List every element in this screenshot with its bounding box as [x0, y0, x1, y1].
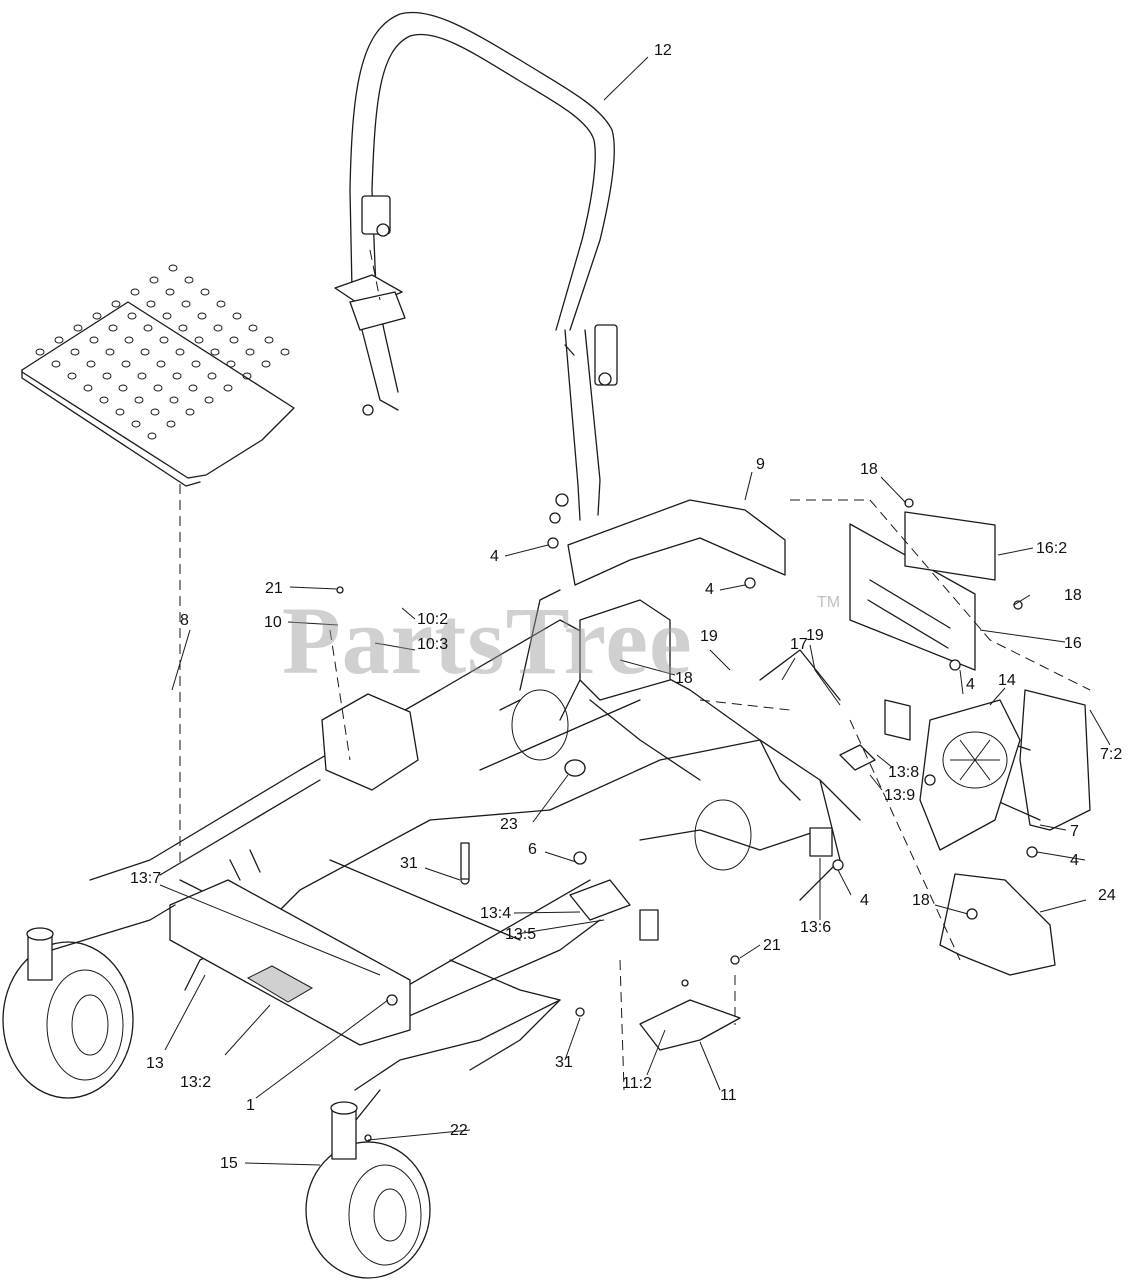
callout-13-5[interactable]: 13:5: [505, 926, 537, 943]
callout-18-step[interactable]: 18: [912, 892, 930, 909]
callout-8[interactable]: 8: [180, 612, 189, 629]
caster-wheel-right: [305, 1089, 431, 1279]
foot-plate-holes: [35, 264, 290, 440]
callout-14[interactable]: 14: [998, 672, 1016, 689]
callout-22[interactable]: 22: [450, 1122, 468, 1139]
watermark: PartsTree: [282, 587, 693, 694]
callout-1[interactable]: 1: [246, 1097, 255, 1114]
callout-4-left[interactable]: 4: [490, 548, 499, 565]
seat-pan: [790, 499, 1091, 691]
callout-17[interactable]: 17: [790, 636, 808, 653]
callout-16[interactable]: 16: [1064, 635, 1082, 652]
trademark-mark: TM: [817, 594, 841, 611]
callout-7-2[interactable]: 7:2: [1100, 746, 1123, 763]
callout-13-6[interactable]: 13:6: [800, 919, 832, 936]
foot-plate: [21, 264, 295, 487]
callout-21-lower[interactable]: 21: [763, 937, 781, 954]
alignment-lines: [179, 249, 961, 1091]
callout-13-7[interactable]: 13:7: [130, 870, 162, 887]
callout-15[interactable]: 15: [220, 1155, 238, 1172]
callout-10[interactable]: 10: [264, 614, 282, 631]
callout-18-middle[interactable]: 18: [675, 670, 693, 687]
callout-19-left[interactable]: 19: [700, 628, 718, 645]
callout-13-2[interactable]: 13:2: [180, 1074, 212, 1091]
callout-16-2[interactable]: 16:2: [1036, 540, 1068, 557]
callout-4-lower[interactable]: 4: [860, 892, 869, 909]
callout-11-2[interactable]: 11:2: [622, 1075, 652, 1092]
callout-18-top[interactable]: 18: [860, 461, 878, 478]
engine-shroud: [919, 699, 1021, 851]
roll-bar: [349, 11, 618, 524]
callout-10-2[interactable]: 10:2: [417, 611, 449, 628]
callout-21-upper[interactable]: 21: [265, 580, 283, 597]
callout-4-shroud[interactable]: 4: [966, 676, 975, 693]
callout-13-9[interactable]: 13:9: [884, 787, 916, 804]
brackets: [169, 274, 1056, 1051]
callout-11[interactable]: 11: [720, 1087, 737, 1104]
callout-13-8[interactable]: 13:8: [888, 764, 920, 781]
callout-19-right[interactable]: 19: [806, 627, 824, 644]
callout-18-right[interactable]: 18: [1064, 587, 1082, 604]
callout-13[interactable]: 13: [146, 1055, 164, 1072]
callout-12[interactable]: 12: [654, 42, 672, 59]
callout-13-4[interactable]: 13:4: [480, 905, 512, 922]
callout-9[interactable]: 9: [756, 456, 765, 473]
callout-4-upper[interactable]: 4: [705, 581, 714, 598]
callout-7[interactable]: 7: [1070, 823, 1079, 840]
leader-lines: [159, 56, 1111, 1166]
callout-10-3[interactable]: 10:3: [417, 636, 449, 653]
callout-31-lower[interactable]: 31: [555, 1054, 573, 1071]
caster-wheel-left: [2, 904, 176, 1099]
callout-6[interactable]: 6: [528, 841, 537, 858]
callout-24[interactable]: 24: [1098, 887, 1116, 904]
callout-23[interactable]: 23: [500, 816, 518, 833]
callout-4-bumper[interactable]: 4: [1070, 852, 1079, 869]
callout-31-upper[interactable]: 31: [400, 855, 418, 872]
